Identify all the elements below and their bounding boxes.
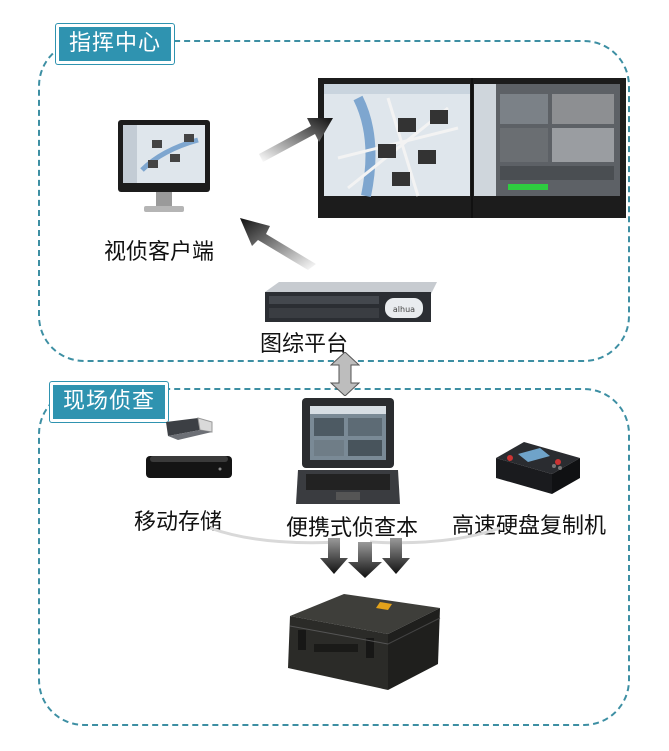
server-logo: alhua (393, 305, 415, 314)
field-investigation-frame (38, 388, 630, 726)
bidirectional-arrow (330, 352, 360, 396)
video-client-monitor (118, 120, 210, 218)
down-arrows-to-case (318, 536, 414, 578)
integrated-platform-label: 图综平台 (260, 332, 349, 357)
usb-drive-icon (166, 416, 214, 446)
portable-notebook-label: 便携式侦查本 (286, 516, 419, 541)
integrated-platform-server: alhua (265, 282, 437, 324)
portable-notebook-laptop (296, 398, 400, 506)
hdd-duplicator-device (496, 440, 580, 498)
command-center-title: 指挥中心 (56, 24, 175, 64)
video-wall-display (318, 78, 626, 218)
mobile-storage-label: 移动存储 (134, 510, 223, 535)
mobile-storage-device (146, 452, 232, 480)
field-investigation-title: 现场侦查 (50, 382, 169, 422)
arrow-platform-to-client (236, 210, 320, 270)
connection-arcs (200, 526, 510, 556)
command-center-frame (38, 40, 630, 362)
video-client-label: 视侦客户端 (104, 240, 215, 265)
rugged-equipment-case (284, 586, 444, 692)
arrow-client-to-wall (255, 108, 335, 168)
